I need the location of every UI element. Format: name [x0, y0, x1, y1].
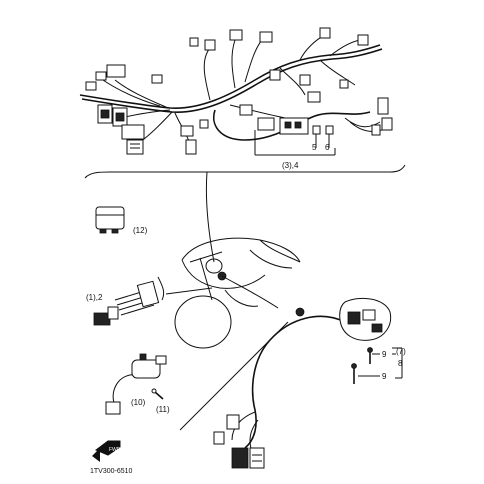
callout-handle-switch-7: (7) — [396, 347, 406, 356]
guide-line-handle — [221, 275, 279, 309]
forward-arrow-icon: FWD — [92, 440, 121, 462]
section-divider — [84, 164, 406, 179]
relay-part — [95, 206, 125, 234]
sub-wire-harness — [93, 276, 165, 326]
callout-handle-8: 8 — [398, 359, 403, 368]
callout-switch-10: (10) — [131, 398, 146, 407]
guide-line-subharness — [165, 287, 213, 295]
handle-switch-assembly — [213, 297, 403, 469]
main-switch-part — [105, 353, 167, 415]
diagram-part-code: 1TV300-6510 — [90, 468, 133, 475]
motorcycle-silhouette — [174, 237, 301, 349]
callout-harness-5: 5 — [312, 143, 317, 152]
callout-screw-9a: 9 — [382, 350, 387, 359]
callout-relay-12: (12) — [133, 226, 148, 235]
callout-harness-6: 6 — [325, 143, 330, 152]
main-wire-harness — [79, 27, 393, 156]
callout-harness-group: (3),4 — [282, 161, 299, 170]
fwd-arrow-label: FWD — [109, 447, 121, 453]
callout-screw-9b: 9 — [382, 372, 387, 381]
screw-part-11 — [151, 388, 164, 400]
guide-line-relay — [205, 171, 215, 263]
callout-screw-11: (11) — [156, 405, 170, 414]
callout-subharness: (1),2 — [86, 293, 103, 302]
